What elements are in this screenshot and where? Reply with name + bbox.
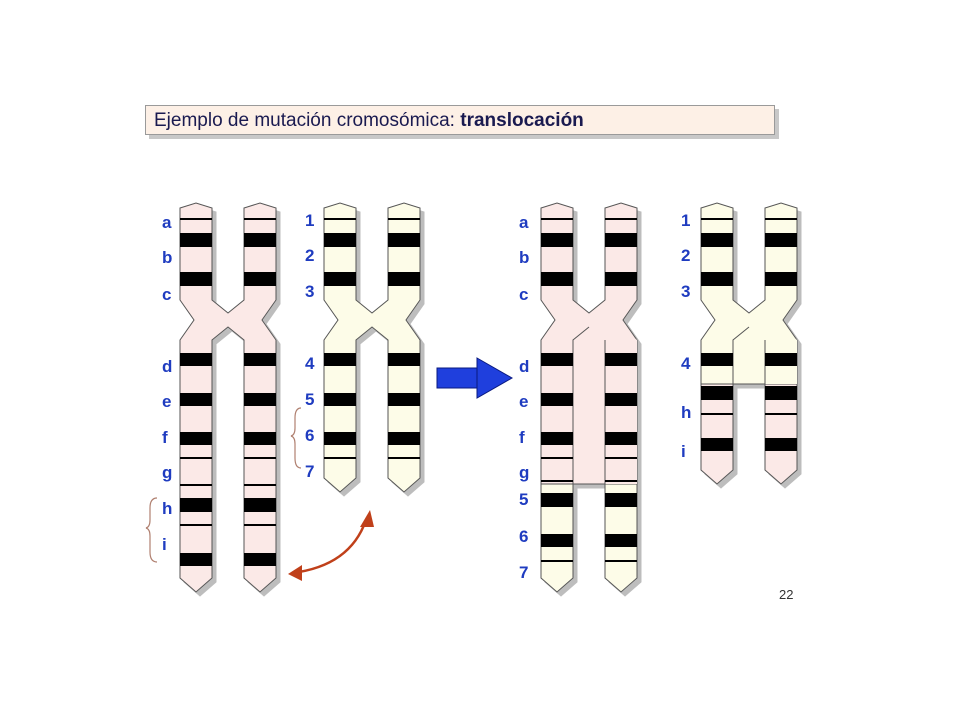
labels-123-before: 1 2 3 4 5 6 7	[305, 211, 315, 481]
label-2: 2	[305, 246, 314, 265]
brace-5-7	[290, 407, 302, 469]
label-7: 7	[305, 462, 314, 481]
chromosome-abc-after	[540, 202, 638, 593]
label-7-after: 7	[519, 563, 528, 582]
chromosome-123-after	[700, 202, 798, 485]
labels-abc-after: a b c d e f g 5 6 7	[519, 213, 529, 582]
swap-curved-arrow	[288, 510, 374, 581]
label-f-after: f	[519, 428, 525, 447]
label-5-after: 5	[519, 490, 528, 509]
label-6-after: 6	[519, 527, 528, 546]
label-1-after: 1	[681, 211, 690, 230]
labels-abc-before: a b c d e f g h i	[162, 213, 172, 554]
labels-123-after: 1 2 3 4 h i	[681, 211, 691, 461]
label-a-after: a	[519, 213, 529, 232]
label-b: b	[162, 248, 172, 267]
label-2-after: 2	[681, 246, 690, 265]
title-bold: translocación	[460, 110, 584, 131]
label-d-after: d	[519, 357, 529, 376]
label-a: a	[162, 213, 172, 232]
label-i: i	[162, 535, 167, 554]
label-4: 4	[305, 354, 315, 373]
brace-h-i	[145, 497, 158, 563]
label-b-after: b	[519, 248, 529, 267]
label-f: f	[162, 428, 168, 447]
page-number: 22	[779, 587, 794, 602]
label-h: h	[162, 499, 172, 518]
label-c-after: c	[519, 285, 528, 304]
label-3: 3	[305, 282, 314, 301]
label-e-after: e	[519, 392, 528, 411]
label-1: 1	[305, 211, 314, 230]
title-prefix: Ejemplo de mutación cromosómica:	[154, 110, 461, 131]
chromosome-abc-before	[179, 202, 277, 593]
chromosome-123-before	[323, 202, 421, 493]
label-e: e	[162, 392, 171, 411]
label-3-after: 3	[681, 282, 690, 301]
label-d: d	[162, 357, 172, 376]
label-g: g	[162, 463, 172, 482]
label-h-after: h	[681, 403, 691, 422]
title-box: Ejemplo de mutación cromosómica: translo…	[145, 105, 775, 135]
label-g-after: g	[519, 463, 529, 482]
label-i-after: i	[681, 442, 686, 461]
title-text: Ejemplo de mutación cromosómica: translo…	[154, 110, 584, 132]
result-arrow	[436, 357, 514, 399]
label-c: c	[162, 285, 171, 304]
label-6: 6	[305, 426, 314, 445]
label-5: 5	[305, 390, 314, 409]
label-4-after: 4	[681, 354, 691, 373]
